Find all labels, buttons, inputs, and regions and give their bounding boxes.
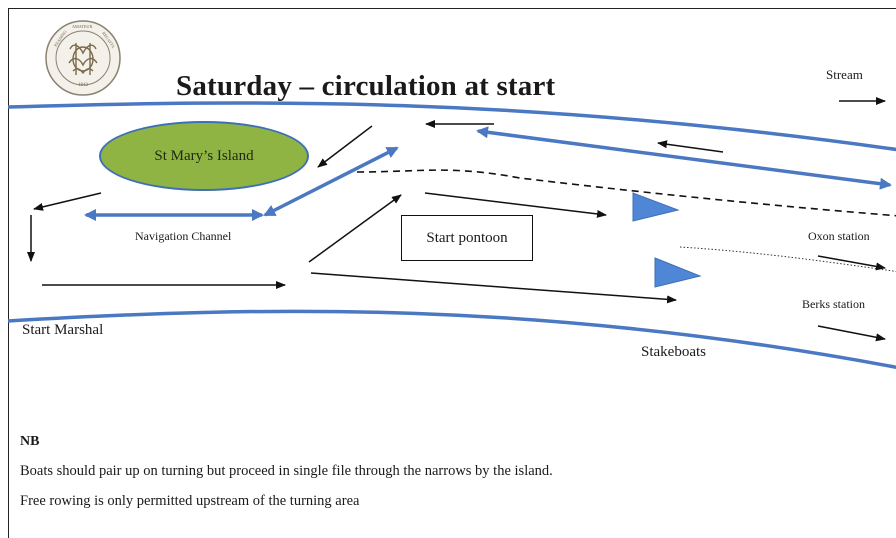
svg-text:1842: 1842 (78, 83, 89, 88)
regatta-logo: 1842 READING AMATEUR REGATTA (45, 20, 121, 96)
island-label: St Mary’s Island (154, 147, 254, 164)
start-pontoon-box: Start pontoon (401, 215, 533, 261)
note-line-2: Free rowing is only permitted upstream o… (20, 493, 360, 509)
blue-arrow-upper-course (476, 126, 892, 190)
st-marys-island: St Mary’s Island (99, 121, 309, 191)
arrow-along-pontoon (424, 192, 607, 218)
oxon-station-label: Oxon station (808, 229, 870, 243)
start-marshal-label: Start Marshal (22, 322, 104, 338)
notes-heading: NB (20, 434, 40, 449)
start-pontoon-label: Start pontoon (426, 229, 508, 246)
buoy-line-dashed (356, 169, 896, 217)
svg-text:AMATEUR: AMATEUR (72, 24, 92, 29)
note-line-1: Boats should pair up on turning but proc… (20, 463, 553, 479)
navigation-channel-label: Navigation Channel (135, 229, 232, 243)
arrow-upstream-mid (657, 140, 724, 153)
river-bank-lower (7, 309, 896, 370)
arrow-to-pontoon (308, 194, 402, 263)
page-frame (8, 8, 896, 538)
stream-label: Stream (826, 67, 863, 82)
blue-arrow-narrows (263, 146, 399, 217)
stakeboats-label: Stakeboats (641, 344, 706, 360)
arrow-island-left (33, 192, 102, 211)
stakeboat-berks-triangle (654, 257, 702, 288)
stakeboat-oxon-triangle (632, 192, 680, 222)
arrow-oxon-station (817, 255, 886, 271)
arrow-berks-station (817, 325, 886, 342)
arrow-to-stakeboats (310, 272, 677, 304)
berks-station-label: Berks station (802, 297, 865, 311)
buoy-line-dotted (679, 246, 896, 272)
page-title: Saturday – circulation at start (176, 70, 556, 102)
arrow-toward-island (317, 125, 373, 168)
